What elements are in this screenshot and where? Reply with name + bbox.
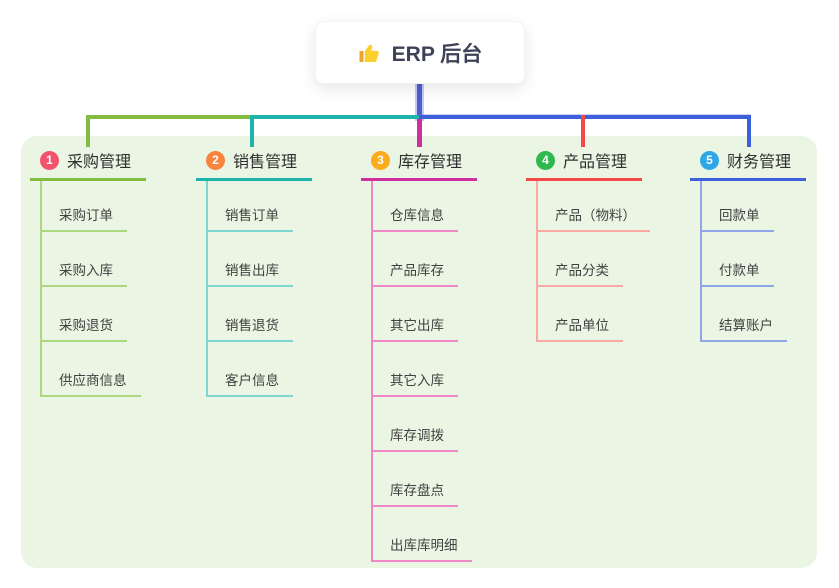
child-node: 库存盘点 xyxy=(373,452,472,507)
connector-drop-purchase xyxy=(86,115,90,147)
branch-children: 产品（物料） 产品分类 产品单位 xyxy=(536,181,650,342)
child-node: 库存调拨 xyxy=(373,397,472,452)
branch-sales: 2 销售管理 销售订单 销售出库 销售退货 客户信息 xyxy=(196,146,312,397)
branch-number-badge: 4 xyxy=(536,150,555,170)
child-node-label: 销售出库 xyxy=(208,261,293,287)
child-node-label: 采购订单 xyxy=(42,206,127,232)
child-node-label: 出库库明细 xyxy=(373,536,472,562)
child-node-label: 仓库信息 xyxy=(373,206,458,232)
child-node: 销售退货 xyxy=(208,287,293,342)
child-node: 产品库存 xyxy=(373,232,472,287)
child-node: 产品（物料） xyxy=(538,181,650,232)
connector-drop-product xyxy=(581,115,585,147)
branch-header: 2 销售管理 xyxy=(196,146,312,181)
thumbs-up-icon xyxy=(358,41,382,65)
branch-title: 采购管理 xyxy=(67,154,132,171)
child-node-label: 库存盘点 xyxy=(373,481,458,507)
child-node: 销售出库 xyxy=(208,232,293,287)
child-node: 其它入库 xyxy=(373,342,472,397)
branch-purchase: 1 采购管理 采购订单 采购入库 采购退货 供应商信息 xyxy=(30,146,146,397)
child-node-label: 其它出库 xyxy=(373,316,458,342)
branch-finance: 5 财务管理 回款单 付款单 结算账户 xyxy=(690,146,806,342)
child-node: 采购入库 xyxy=(42,232,141,287)
branch-product: 4 产品管理 产品（物料） 产品分类 产品单位 xyxy=(526,146,650,342)
branch-header: 1 采购管理 xyxy=(30,146,146,181)
child-node: 采购退货 xyxy=(42,287,141,342)
child-node-label: 产品（物料） xyxy=(538,206,650,232)
child-node: 供应商信息 xyxy=(42,342,141,397)
child-node: 回款单 xyxy=(702,181,787,232)
child-node: 其它出库 xyxy=(373,287,472,342)
branch-inventory: 3 库存管理 仓库信息 产品库存 其它出库 其它入库 库存调拨 库存盘点 出库库… xyxy=(361,146,477,562)
child-node-label: 采购退货 xyxy=(42,316,127,342)
connector-root-stem xyxy=(417,82,422,119)
connector-drop-inventory xyxy=(417,119,422,147)
child-node-label: 客户信息 xyxy=(208,371,293,397)
branch-children: 回款单 付款单 结算账户 xyxy=(700,181,787,342)
branch-header: 3 库存管理 xyxy=(361,146,477,181)
branch-children: 仓库信息 产品库存 其它出库 其它入库 库存调拨 库存盘点 出库库明细 xyxy=(371,181,472,562)
connector-drop-finance xyxy=(747,115,751,147)
branch-number-badge: 1 xyxy=(40,150,59,170)
child-node-label: 产品单位 xyxy=(538,316,623,342)
child-node: 付款单 xyxy=(702,232,787,287)
child-node: 销售订单 xyxy=(208,181,293,232)
child-node-label: 采购入库 xyxy=(42,261,127,287)
child-node-label: 库存调拨 xyxy=(373,426,458,452)
branch-number-badge: 2 xyxy=(206,150,225,170)
child-node-label: 产品库存 xyxy=(373,261,458,287)
branch-number-badge: 5 xyxy=(700,150,719,170)
mindmap-background-panel xyxy=(21,136,817,568)
child-node-label: 产品分类 xyxy=(538,261,623,287)
connector-drop-sales xyxy=(250,115,254,147)
connector-horizontal-finance xyxy=(419,115,751,119)
branch-children: 采购订单 采购入库 采购退货 供应商信息 xyxy=(40,181,141,397)
branch-number-badge: 3 xyxy=(371,150,390,170)
child-node: 产品分类 xyxy=(538,232,650,287)
child-node-label: 其它入库 xyxy=(373,371,458,397)
branch-children: 销售订单 销售出库 销售退货 客户信息 xyxy=(206,181,293,397)
child-node: 采购订单 xyxy=(42,181,141,232)
branch-title: 财务管理 xyxy=(727,154,792,171)
child-node-label: 销售退货 xyxy=(208,316,293,342)
child-node-label: 回款单 xyxy=(702,206,774,232)
root-node-label: ERP 后台 xyxy=(391,42,483,66)
child-node-label: 付款单 xyxy=(702,261,774,287)
child-node: 客户信息 xyxy=(208,342,293,397)
branch-header: 5 财务管理 xyxy=(690,146,806,181)
child-node: 结算账户 xyxy=(702,287,787,342)
child-node: 仓库信息 xyxy=(373,181,472,232)
branch-title: 销售管理 xyxy=(233,154,298,171)
connector-horizontal-sales xyxy=(252,115,419,119)
child-node-label: 供应商信息 xyxy=(42,371,141,397)
branch-header: 4 产品管理 xyxy=(526,146,642,181)
child-node-label: 结算账户 xyxy=(702,316,787,342)
child-node: 出库库明细 xyxy=(373,507,472,562)
child-node-label: 销售订单 xyxy=(208,206,293,232)
child-node: 产品单位 xyxy=(538,287,650,342)
branch-title: 产品管理 xyxy=(563,154,628,171)
root-node: ERP 后台 xyxy=(315,21,525,84)
branch-title: 库存管理 xyxy=(398,154,463,171)
